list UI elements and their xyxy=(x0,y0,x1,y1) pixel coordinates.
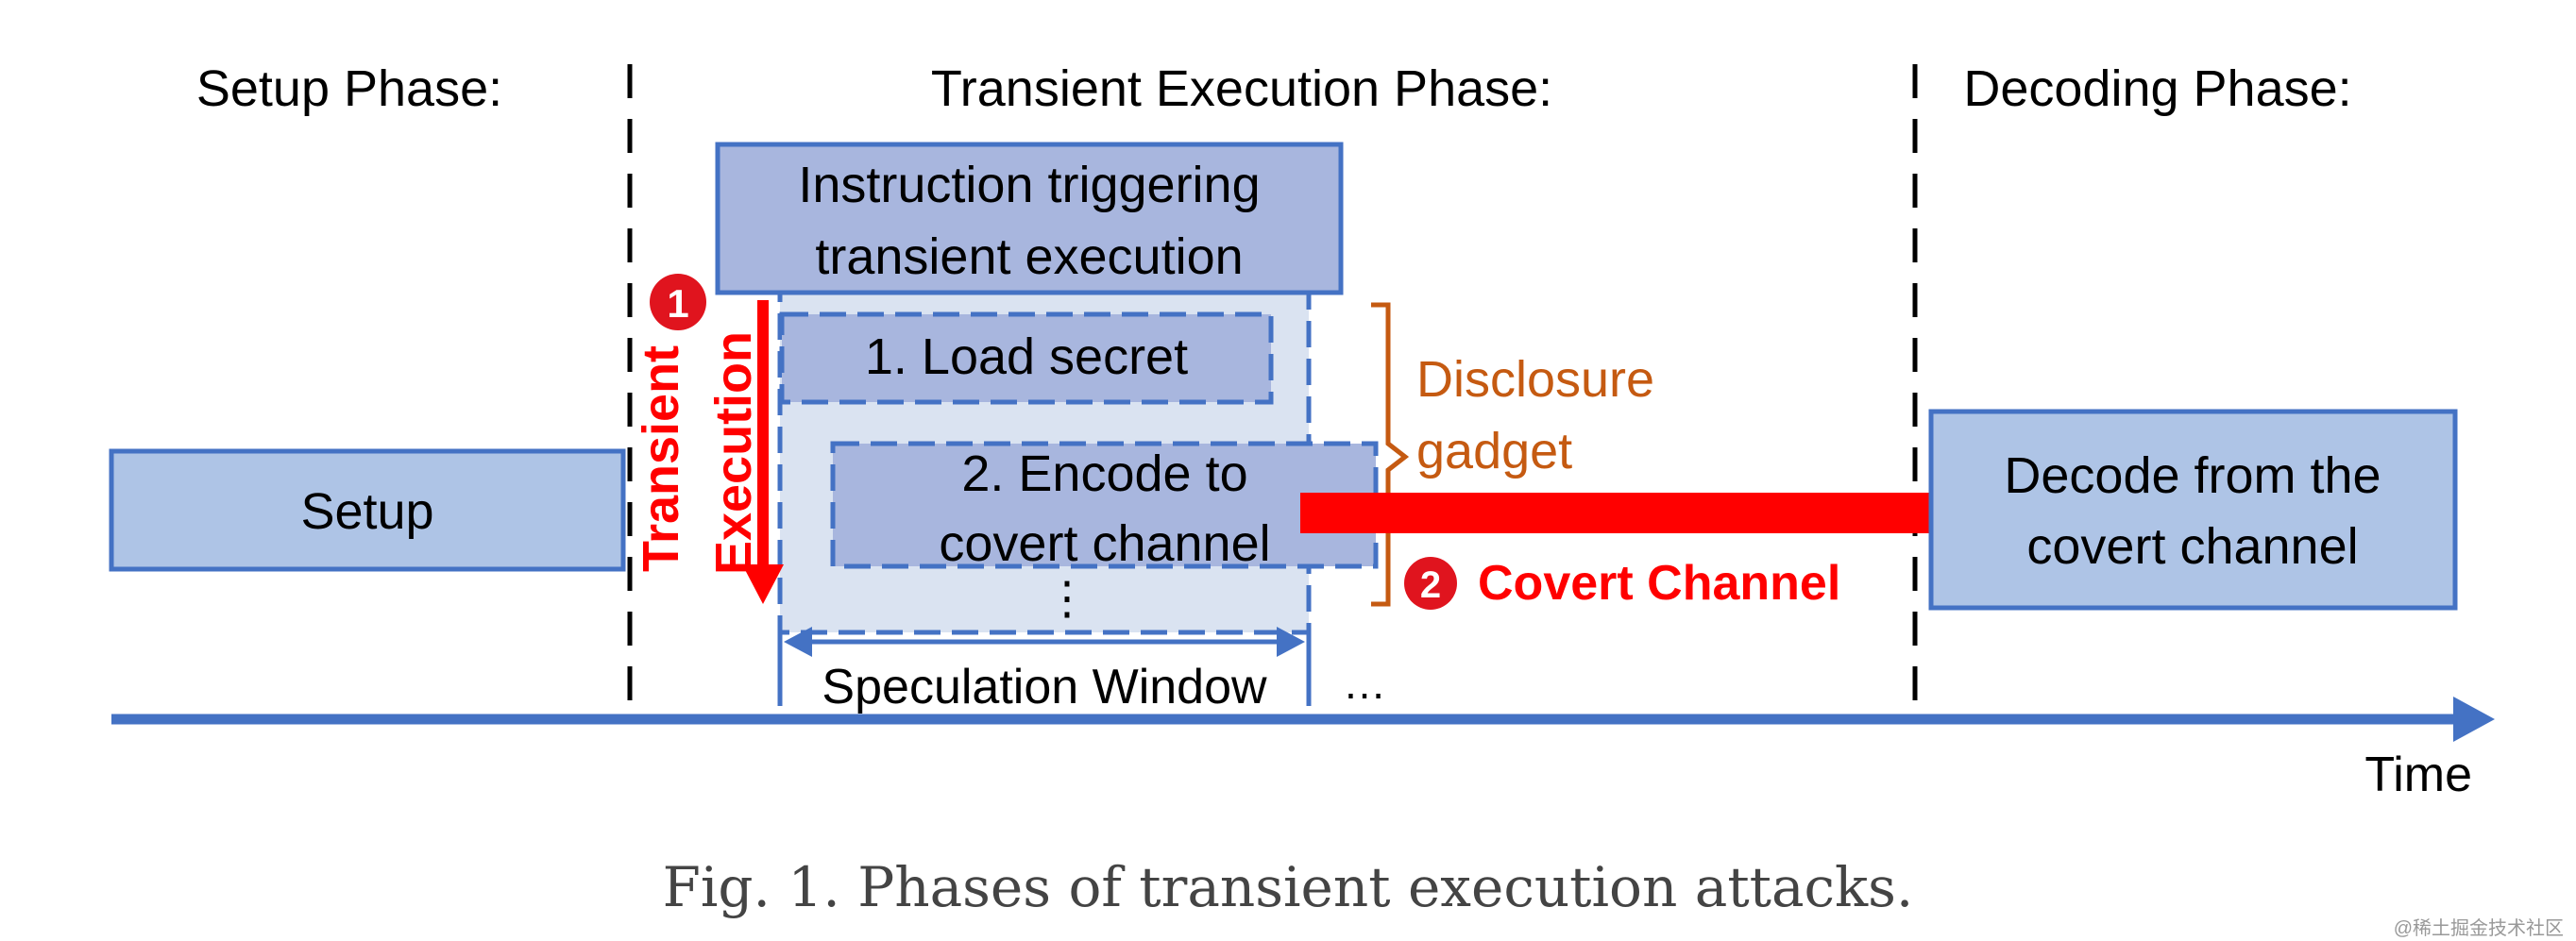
figure-caption: Fig. 1. Phases of transient execution at… xyxy=(663,855,1914,919)
speculation-window-left-arrowhead xyxy=(784,627,812,657)
disclosure-gadget-line-1: Disclosure xyxy=(1416,351,1654,408)
step-2-badge xyxy=(1404,557,1457,610)
transient-phase-title: Transient Execution Phase: xyxy=(931,60,1552,117)
load-secret-box xyxy=(779,311,1274,405)
trigger-line-2: transient execution xyxy=(815,228,1243,285)
decode-line-1: Decode from the xyxy=(2004,447,2381,504)
speculation-window-label: Speculation Window xyxy=(822,660,1267,714)
decode-line-2: covert channel xyxy=(2026,518,2358,575)
transient-execution-arrowhead xyxy=(742,564,784,604)
speculation-window-right-arrowhead xyxy=(1277,627,1305,657)
disclosure-gadget-line-2: gadget xyxy=(1416,423,1572,479)
step-1-number: 1 xyxy=(667,281,688,326)
covert-channel-arrow-shaft xyxy=(1300,493,1966,533)
step-2-number: 2 xyxy=(1420,564,1441,606)
setup-phase-title: Setup Phase: xyxy=(196,60,502,117)
setup-box xyxy=(109,448,626,572)
trailing-ellipsis: … xyxy=(1343,659,1386,708)
load-secret-label: 1. Load secret xyxy=(865,328,1188,385)
covert-channel-label: Covert Channel xyxy=(1478,556,1840,611)
watermark-text: @稀土掘金技术社区 xyxy=(2394,917,2564,939)
execution-vertical-label: Execution xyxy=(705,331,762,575)
transient-vertical-label: Transient xyxy=(633,345,689,572)
decode-box xyxy=(1928,409,2458,611)
more-steps-ellipsis: ⋮ xyxy=(1044,574,1090,624)
setup-box-label: Setup xyxy=(300,483,433,540)
encode-line-1: 2. Encode to xyxy=(961,445,1247,502)
time-axis-arrowhead xyxy=(2453,697,2495,742)
step-1-badge xyxy=(650,274,706,330)
time-axis-label: Time xyxy=(2364,748,2472,802)
encode-line-2: covert channel xyxy=(939,515,1270,572)
trigger-instruction-box xyxy=(715,142,1344,295)
decoding-phase-title: Decoding Phase: xyxy=(1963,60,2351,117)
disclosure-gadget-bracket xyxy=(1371,302,1410,607)
trigger-line-1: Instruction triggering xyxy=(798,157,1260,213)
